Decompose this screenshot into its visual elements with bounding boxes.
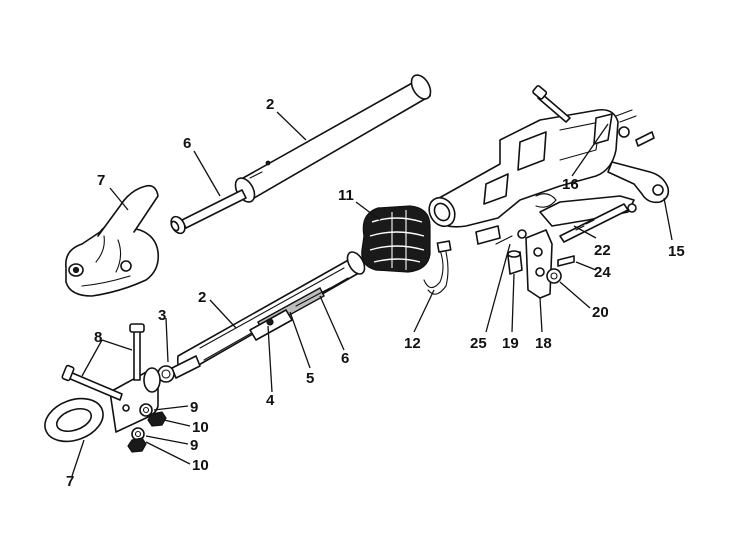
callout-15: 15 — [668, 243, 685, 260]
bracket-plate-part — [525, 229, 553, 299]
callout-7-lower: 7 — [66, 473, 74, 490]
callout-3: 3 — [158, 307, 166, 324]
lower-tube-assembly — [157, 251, 366, 383]
upper-tube-part — [234, 74, 432, 203]
bushing-part — [507, 250, 523, 275]
callout-20: 20 — [592, 304, 609, 321]
washer-part — [546, 268, 562, 284]
coupling-head-part — [65, 184, 160, 297]
pin-part — [557, 255, 575, 267]
upper-rod-part — [170, 189, 247, 235]
callout-8: 8 — [94, 329, 102, 346]
nuts-washers-part — [127, 403, 167, 453]
small-pin-part — [495, 229, 527, 245]
callout-10-upper: 10 — [192, 419, 209, 436]
callout-24: 24 — [594, 264, 611, 281]
bellows-part — [361, 205, 431, 273]
callout-9-upper: 9 — [190, 399, 198, 416]
callout-22: 22 — [594, 242, 611, 259]
callout-2-upper: 2 — [266, 96, 274, 113]
callout-5: 5 — [306, 370, 314, 387]
callout-16: 16 — [562, 176, 579, 193]
callout-6-lower: 6 — [341, 350, 349, 367]
callout-19: 19 — [502, 335, 519, 352]
callout-4: 4 — [266, 392, 275, 409]
callout-6-upper: 6 — [183, 135, 191, 152]
lever-arm-part — [607, 161, 670, 204]
frame-housing-part — [428, 108, 635, 245]
rod-spring-part — [559, 203, 637, 243]
callout-25: 25 — [470, 335, 487, 352]
frame-bolt-part — [532, 85, 571, 123]
callout-11: 11 — [338, 187, 354, 204]
callout-7-upper: 7 — [97, 172, 105, 189]
callout-10-lower: 10 — [192, 457, 209, 474]
callout-2-lower: 2 — [198, 289, 206, 306]
callout-labels: 2 6 7 11 16 15 22 24 20 12 25 19 18 2 3 … — [66, 96, 685, 490]
callout-9-lower: 9 — [190, 437, 198, 454]
callout-18: 18 — [535, 335, 552, 352]
bolts-part — [61, 323, 145, 401]
leader-lines — [71, 111, 673, 477]
callout-12: 12 — [404, 335, 421, 352]
top-right-pins-part — [615, 109, 655, 147]
